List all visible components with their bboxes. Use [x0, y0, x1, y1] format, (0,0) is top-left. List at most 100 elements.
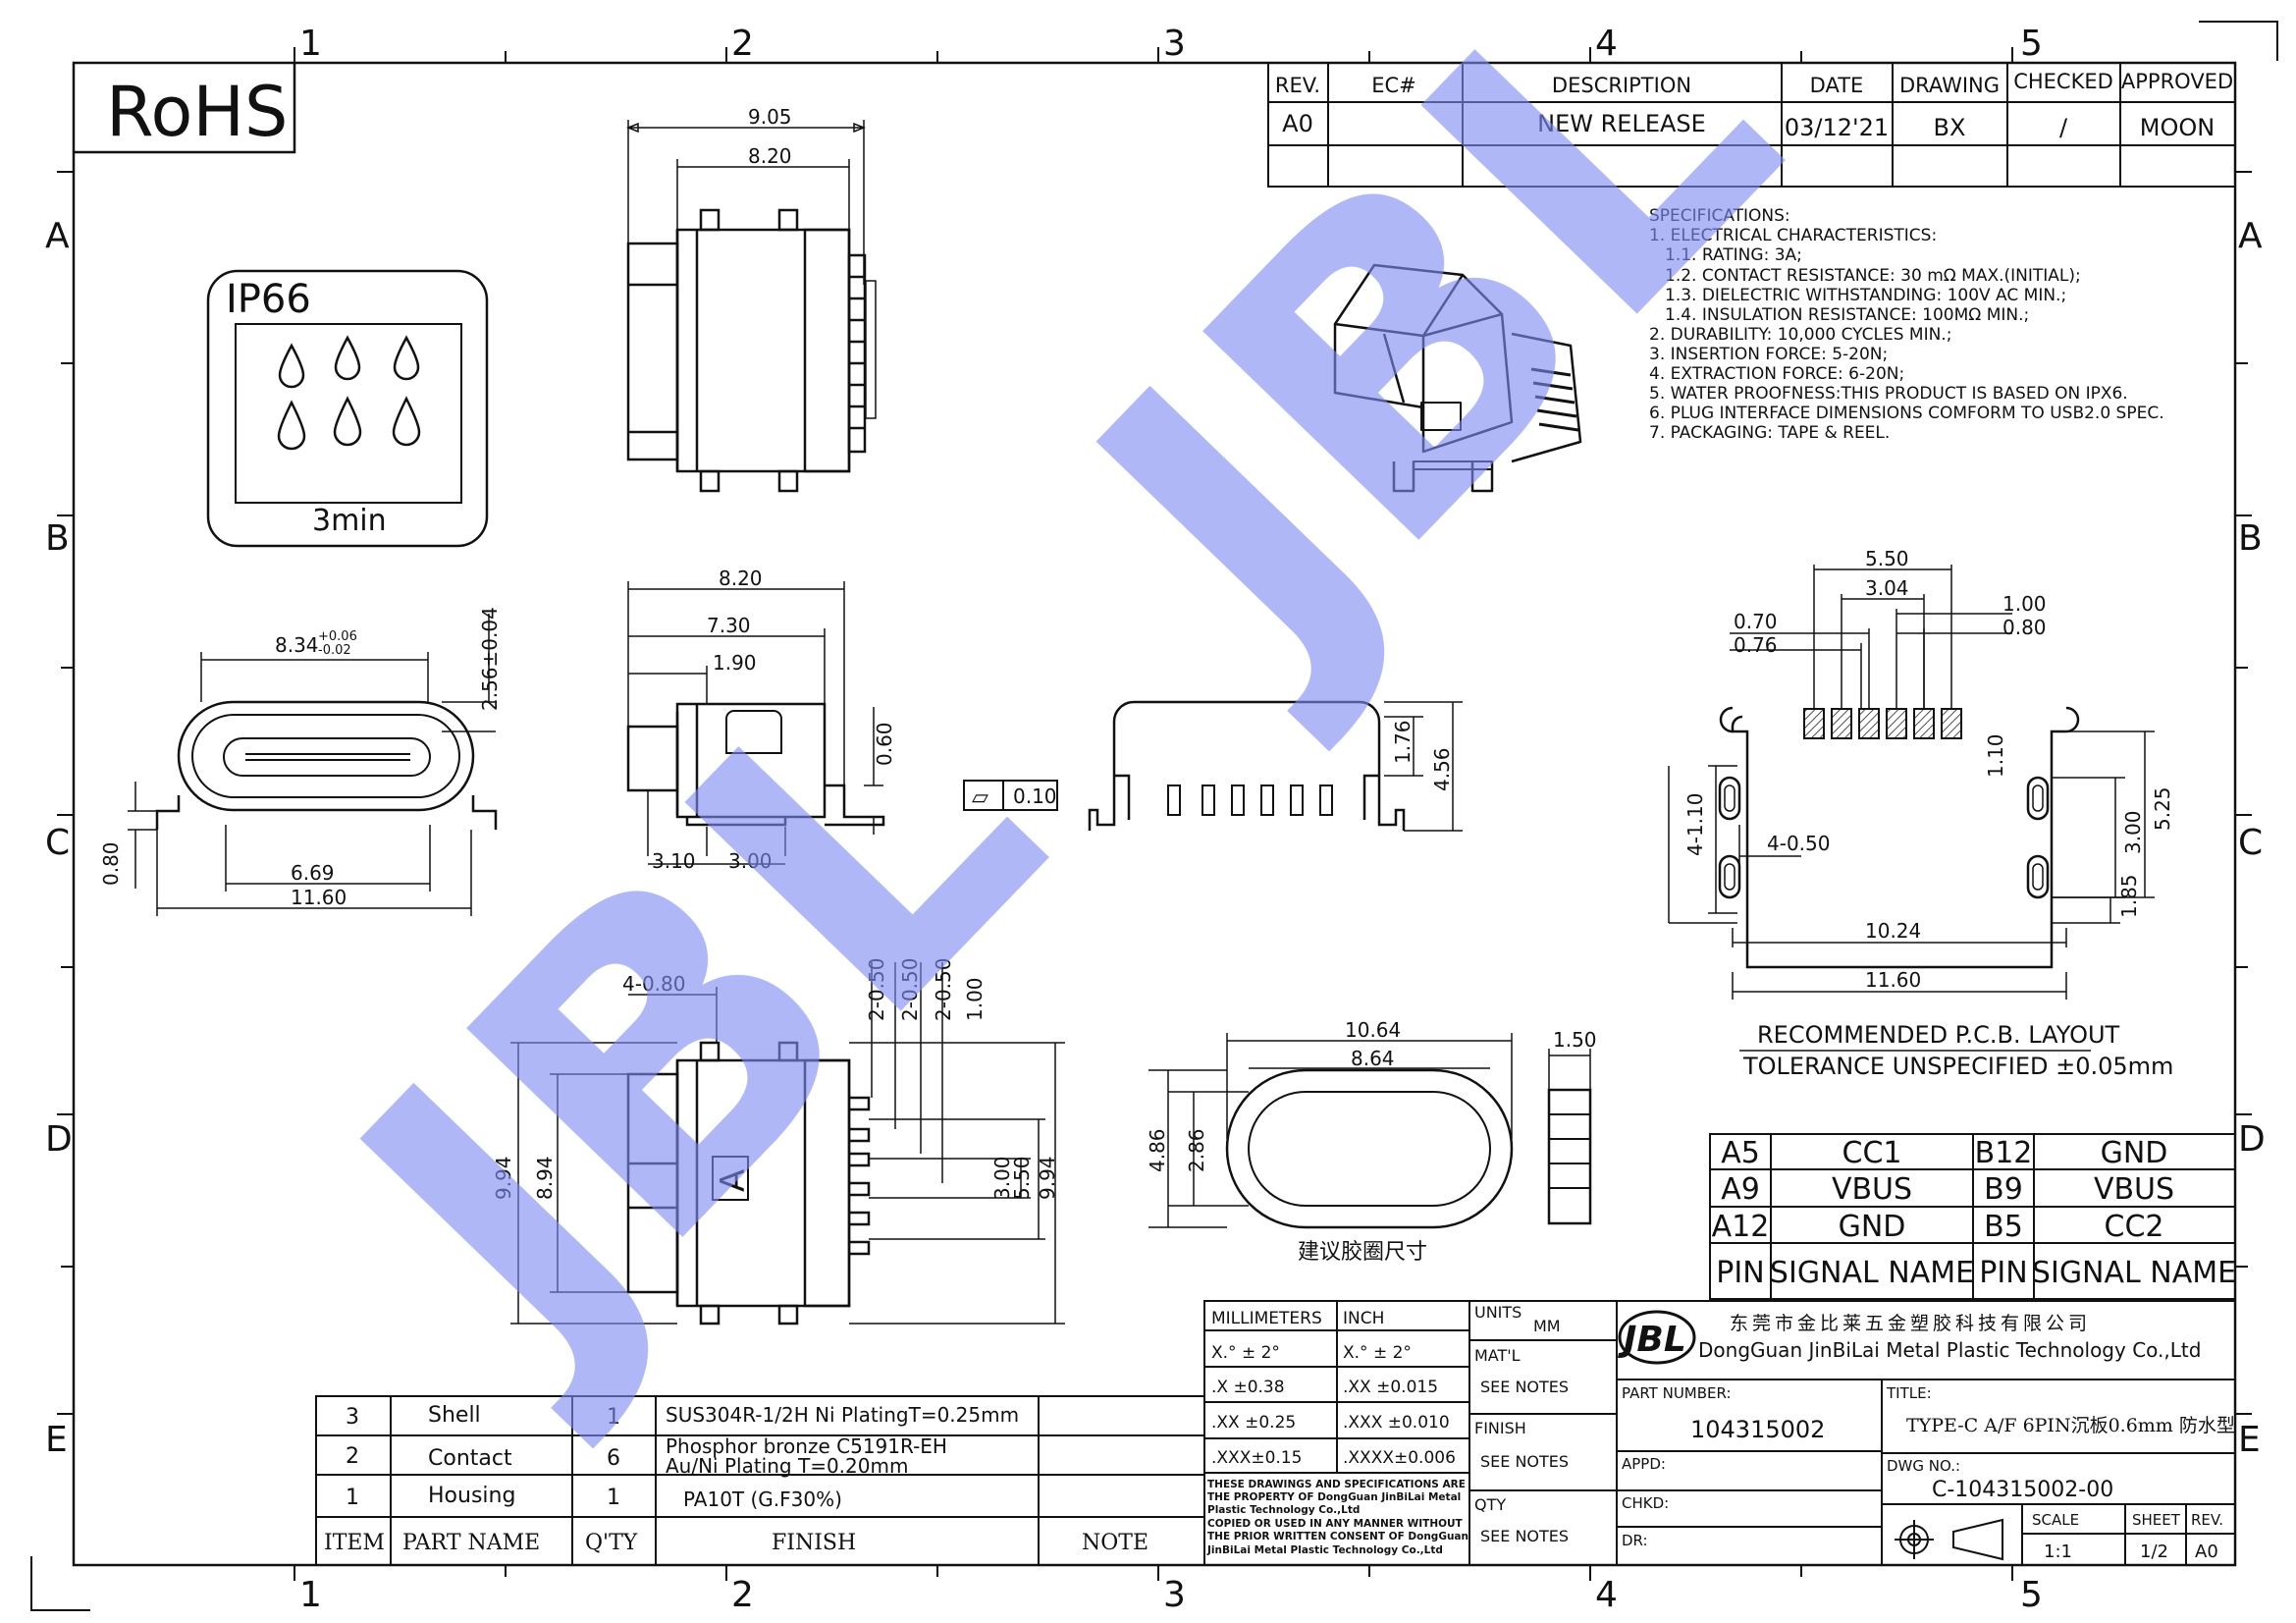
- pinout-pin: B9: [1984, 1172, 2023, 1207]
- front-view-dimensions: [128, 614, 496, 916]
- tolerance-inch: .XXX ±0.010: [1343, 1413, 1450, 1433]
- dim-bottom-9-94-right: 9.94: [1036, 1156, 1059, 1200]
- rev-header-ec: EC#: [1371, 74, 1416, 97]
- dim-pcb-3-04: 3.04: [1865, 576, 1909, 600]
- sheet-value: 1/2: [2140, 1542, 2168, 1562]
- dim-gasket-8-64: 8.64: [1351, 1047, 1395, 1070]
- scale-value: 1:1: [2044, 1542, 2072, 1562]
- rev-header-drawing: DRAWING: [1899, 74, 2000, 97]
- row-label-e: E: [45, 1420, 68, 1460]
- rev-date-value: 03/12'21: [1785, 114, 1889, 141]
- pinout-footer-pin: PIN: [1979, 1256, 2027, 1290]
- dim-pcb-1-85: 1.85: [2117, 874, 2141, 918]
- dim-pcb-10-24: 10.24: [1865, 919, 1921, 943]
- dim-bottom-9-94-left: 9.94: [492, 1156, 515, 1200]
- dim-end-4-56: 4.56: [1430, 747, 1454, 791]
- dim-pcb-5-25: 5.25: [2151, 786, 2174, 831]
- dr-label: DR:: [1622, 1532, 1648, 1549]
- bom-part-name: Shell: [428, 1403, 481, 1428]
- pcb-layout-caption: RECOMMENDED P.C.B. LAYOUT TOLERANCE UNSP…: [1739, 1021, 2173, 1080]
- notice-line: COPIED OR USED IN ANY MANNER WITHOUT: [1207, 1518, 1464, 1530]
- tolerance-mm: .XXX±0.15: [1211, 1448, 1302, 1468]
- spec-line: 4. EXTRACTION FORCE: 6-20N;: [1649, 364, 1904, 384]
- col-label-5-bottom: 5: [2020, 1575, 2043, 1615]
- isometric-view: [1333, 263, 1582, 493]
- row-label-d-right: D: [2238, 1119, 2266, 1160]
- bom-header-part-name: PART NAME: [402, 1531, 540, 1555]
- pinout-rows: A5 CC1 B12 GND A9 VBUS B9 VBUS A12 GND B…: [1712, 1136, 2236, 1290]
- company-logo-text: JBL: [1618, 1320, 1686, 1360]
- spec-line: 5. WATER PROOFNESS:THIS PRODUCT IS BASED…: [1649, 384, 2128, 404]
- pinout-footer-signal: SIGNAL NAME: [2032, 1256, 2236, 1290]
- rev-block-value: A0: [2195, 1542, 2218, 1562]
- rev-header-date: DATE: [1810, 74, 1864, 97]
- spec-line: 3. INSERTION FORCE: 5-20N;: [1649, 345, 1888, 364]
- dim-side-0-60: 0.60: [873, 722, 896, 766]
- spec-line: 1. ELECTRICAL CHARACTERISTICS:: [1649, 226, 1937, 245]
- gasket-caption: 建议胶圈尺寸: [1298, 1240, 1427, 1265]
- col-label-2: 2: [731, 24, 754, 64]
- row-label-b: B: [45, 518, 70, 559]
- col-label-5: 5: [2020, 24, 2043, 64]
- rev-header-description: DESCRIPTION: [1552, 74, 1691, 97]
- ownership-notice: THESE DRAWINGS AND SPECIFICATIONS ARE TH…: [1206, 1479, 1468, 1556]
- dim-front-2-56: 2.56±0.04: [478, 607, 502, 711]
- dim-side-3-10: 3.10: [652, 849, 696, 873]
- spec-line: 7. PACKAGING: TAPE & REEL.: [1649, 423, 1890, 443]
- spec-line: 1.4. INSULATION RESISTANCE: 100MΩ MIN.;: [1665, 305, 2029, 325]
- rev-value: A0: [1282, 110, 1313, 137]
- top-view-dimensions: [625, 120, 867, 285]
- bom-finish: Phosphor bronze C5191R-EH: [666, 1434, 947, 1458]
- pinout-footer-pin: PIN: [1716, 1256, 1764, 1290]
- rev-label: REV.: [2191, 1511, 2223, 1529]
- company-logo: JBL: [1618, 1310, 1696, 1365]
- flatness-callout: [963, 780, 1058, 811]
- bom-finish: PA10T (G.F30%): [683, 1488, 842, 1511]
- row-label-c-right: C: [2238, 823, 2263, 863]
- dim-front-8-34-value: 8.34: [275, 633, 319, 657]
- col-label-1-bottom: 1: [299, 1575, 322, 1615]
- notice-line: Plastic Technology Co.,Ltd: [1207, 1504, 1360, 1516]
- spec-line: 6. PLUG INTERFACE DIMENSIONS COMFORM TO …: [1649, 404, 2164, 423]
- units-values: UNITS MM MAT'L SEE NOTES FINISH SEE NOTE…: [1474, 1303, 1569, 1545]
- dim-side-7-30: 7.30: [707, 614, 751, 637]
- dim-bottom-5-50: 5.50: [1010, 1156, 1034, 1200]
- bom-header-qty: Q'TY: [585, 1531, 638, 1555]
- col-label-3: 3: [1163, 24, 1186, 64]
- drawing-border: [30, 21, 2278, 1611]
- col-label-4: 4: [1595, 24, 1618, 64]
- part-number: 104315002: [1690, 1416, 1825, 1443]
- bom-finish-line2: Au/Ni Plating T=0.20mm: [666, 1454, 908, 1478]
- pinout-pin: A5: [1721, 1136, 1760, 1170]
- dim-bottom-2-0-50-a: 2-0.50: [865, 958, 888, 1021]
- ip66-badge: [206, 269, 489, 548]
- dim-pcb-5-50: 5.50: [1865, 547, 1909, 570]
- bom-header-finish: FINISH: [772, 1531, 856, 1555]
- col-label-4-bottom: 4: [1595, 1575, 1618, 1615]
- notice-line: THE PRIOR WRITTEN CONSENT OF DongGuan: [1207, 1531, 1468, 1542]
- tolerance-mm: X.° ± 2°: [1211, 1343, 1280, 1363]
- col-label-1: 1: [299, 24, 322, 64]
- revision-row: A0 NEW RELEASE 03/12'21 BX / MOON: [1282, 110, 2215, 141]
- tolerance-inch: X.° ± 2°: [1343, 1343, 1412, 1363]
- col-label-2-bottom: 2: [731, 1575, 754, 1615]
- row-label-a-right: A: [2238, 216, 2263, 256]
- dim-gasket-2-86: 2.86: [1185, 1128, 1208, 1172]
- spec-line: 2. DURABILITY: 10,000 CYCLES MIN.;: [1649, 325, 1951, 345]
- qty-value: SEE NOTES: [1480, 1527, 1569, 1545]
- sheet-label: SHEET: [2132, 1511, 2181, 1529]
- flatness-value: 0.10: [1013, 784, 1057, 808]
- front-view-drawing: [155, 700, 498, 830]
- bom-rows: 3 Shell 1 SUS304R-1/2H Ni PlatingT=0.25m…: [346, 1403, 1019, 1511]
- part-title: TYPE-C A/F 6PIN沉板0.6mm 防水型: [1906, 1415, 2235, 1436]
- bottom-view-dimensions: [510, 962, 1065, 1325]
- units-value: MM: [1533, 1317, 1561, 1335]
- dim-pcb-3-00: 3.00: [2121, 810, 2145, 854]
- row-label-e-right: E: [2238, 1420, 2261, 1460]
- finish-label: FINISH: [1474, 1419, 1526, 1437]
- third-angle-projection-icon: [1895, 1518, 2003, 1561]
- tolerance-mm: .X ±0.38: [1211, 1378, 1285, 1397]
- dim-pcb-0-80: 0.80: [2002, 616, 2047, 639]
- material-value: SEE NOTES: [1480, 1378, 1569, 1396]
